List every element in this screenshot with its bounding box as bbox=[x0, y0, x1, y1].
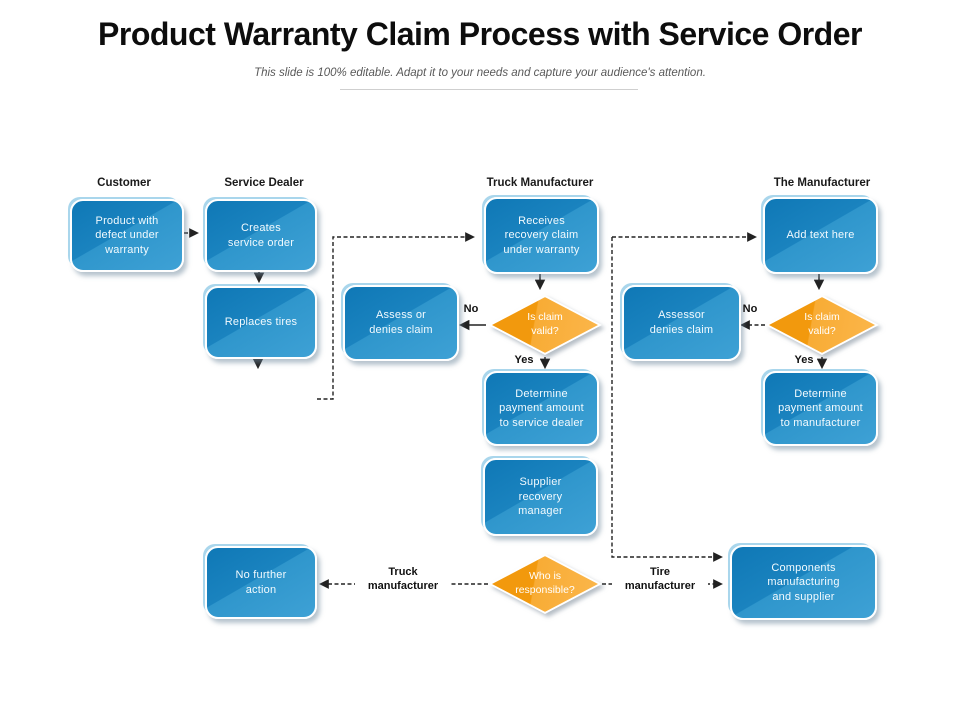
decision-is-claim-valid-truck: Is claim valid? bbox=[488, 295, 602, 355]
lane-header-customer: Customer bbox=[97, 177, 151, 189]
edge-label-tire-manufacturer: Tire manufacturer bbox=[612, 566, 708, 594]
node-creates-service-order: Creates service order bbox=[205, 199, 317, 272]
decision-label: Who is responsible? bbox=[515, 570, 575, 596]
node-product-with-defect: Product with defect under warranty bbox=[70, 199, 184, 272]
decision-label: Is claim valid? bbox=[804, 311, 840, 337]
edge-label-yes-manufacturer: Yes bbox=[794, 354, 814, 366]
node-receives-recovery-claim: Receives recovery claim under warranty bbox=[484, 197, 599, 274]
subtitle-divider bbox=[340, 89, 638, 90]
node-components-manufacturing: Components manufacturing and supplier bbox=[730, 545, 877, 620]
page-subtitle: This slide is 100% editable. Adapt it to… bbox=[254, 67, 706, 79]
decision-label: Is claim valid? bbox=[527, 311, 563, 337]
edge-label-yes-truck: Yes bbox=[514, 354, 534, 366]
decision-is-claim-valid-manufacturer: Is claim valid? bbox=[765, 295, 879, 355]
node-determine-payment-dealer: Determine payment amount to service deal… bbox=[484, 371, 599, 446]
lane-header-service-dealer: Service Dealer bbox=[224, 177, 304, 189]
edge-label-no-truck: No bbox=[463, 303, 479, 315]
node-add-text-here: Add text here bbox=[763, 197, 878, 274]
edge-label-no-manufacturer: No bbox=[742, 303, 758, 315]
node-no-further-action: No further action bbox=[205, 546, 317, 619]
node-assessor-denies-claim: Assessor denies claim bbox=[622, 285, 741, 361]
connector-supply-to-receives bbox=[317, 232, 475, 400]
lane-header-the-manufacturer: The Manufacturer bbox=[773, 177, 871, 189]
lane-header-truck-manufacturer: Truck Manufacturer bbox=[486, 177, 594, 189]
connector-branch-to-components bbox=[611, 237, 723, 562]
decision-who-is-responsible: Who is responsible? bbox=[488, 554, 602, 614]
edge-label-truck-manufacturer: Truck manufacturer bbox=[355, 566, 451, 594]
node-assess-or-denies-claim: Assess or denies claim bbox=[343, 285, 459, 361]
node-determine-payment-manufacturer: Determine payment amount to manufacturer bbox=[763, 371, 878, 446]
node-supplier-recovery-manager: Supplier recovery manager bbox=[483, 458, 598, 536]
node-replaces-tires: Replaces tires bbox=[205, 286, 317, 359]
page-title: Product Warranty Claim Process with Serv… bbox=[98, 16, 862, 52]
